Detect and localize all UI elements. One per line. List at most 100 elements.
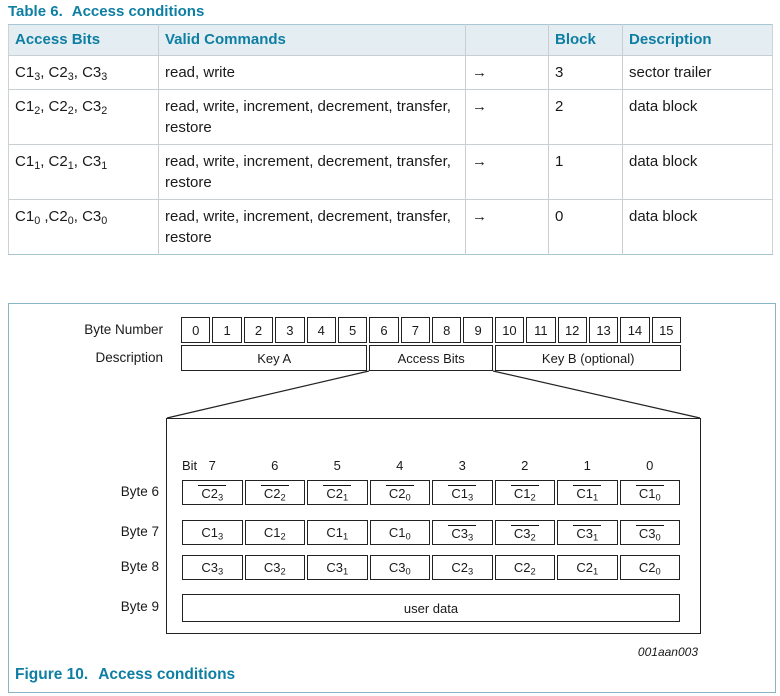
byte6-label: Byte 6 [120, 484, 159, 499]
byte-number-cell: 9 [463, 317, 493, 343]
bit-cell: C10 [369, 520, 430, 545]
bit-cell: C31 [557, 520, 618, 545]
byte9-label: Byte 9 [120, 599, 159, 614]
byte8-label: Byte 8 [120, 559, 159, 574]
bit-cell: C23 [432, 555, 493, 580]
byte-number-cell: 13 [588, 317, 619, 343]
figure-caption: Figure 10.Access conditions [15, 666, 235, 684]
byte7-label: Byte 7 [120, 524, 159, 539]
bit-cell: C32 [244, 555, 305, 580]
bit-number: 3 [458, 458, 466, 473]
bit-cell: C22 [494, 555, 555, 580]
bit-cell: C11 [557, 480, 618, 505]
description-label: Description [95, 350, 163, 365]
cell-description: data block [622, 144, 773, 200]
figure-caption-text: Access conditions [98, 666, 236, 683]
byte-number-cell: 2 [243, 317, 274, 343]
bit-cell: C13 [182, 520, 243, 545]
arrow-icon: → [465, 199, 549, 255]
bit-cell: C30 [369, 555, 430, 580]
bit-cell: C33 [432, 520, 493, 545]
bit-number: 2 [521, 458, 529, 473]
table-title: Table 6. Access conditions [8, 3, 204, 20]
cell-commands: read, write, increment, decrement, trans… [158, 199, 466, 255]
bit-label: Bit [182, 458, 198, 473]
header-block: Block [548, 24, 623, 56]
cell-block: 1 [548, 144, 623, 200]
bit-cell: C30 [619, 520, 680, 545]
byte-number-cell: 7 [400, 317, 430, 343]
byte-number-cell: 6 [369, 317, 399, 343]
user-data-box: user data [182, 594, 680, 622]
byte-number-cell: 15 [651, 317, 681, 343]
table-title-text: Access conditions [71, 3, 205, 20]
cell-description: sector trailer [622, 55, 773, 90]
byte-number-label: Byte Number [84, 322, 163, 337]
cell-access-bits: C13, C23, C33 [8, 55, 159, 90]
cell-description: data block [629, 208, 698, 225]
bit-cell: C23 [182, 480, 243, 505]
expansion-lines [166, 370, 701, 419]
cell-access-bits: C12, C22, C32 [8, 89, 159, 145]
cell-block: 2 [548, 89, 623, 145]
bit-cell: C11 [307, 520, 368, 545]
bit-number: 6 [271, 458, 279, 473]
byte-number-cell: 8 [432, 317, 462, 343]
bit-cell: C20 [619, 555, 680, 580]
bit-cell: C20 [369, 480, 430, 505]
bit-cell: C12 [244, 520, 305, 545]
arrow-icon: → [465, 144, 549, 200]
bit-cell: C13 [432, 480, 493, 505]
description-section: Access Bits [369, 345, 493, 371]
bit-cell: C21 [307, 480, 368, 505]
bit-cell: C12 [494, 480, 555, 505]
byte-number-cell: 5 [337, 317, 368, 343]
cell-commands: read, write, increment, decrement, trans… [158, 89, 466, 145]
arrow-icon: → [465, 55, 549, 90]
byte-number-cell: 12 [557, 317, 587, 343]
byte-number-cell: 11 [526, 317, 556, 343]
bit-cell: C31 [307, 555, 368, 580]
byte-number-cell: 0 [181, 317, 211, 343]
bit-cell: C22 [244, 480, 305, 505]
cell-access-bits: C10 ,C20, C30 [8, 199, 159, 255]
header-description: Description [622, 24, 773, 56]
description-section: Key B (optional) [494, 345, 682, 371]
bit-cell: C21 [557, 555, 618, 580]
cell-block: 3 [548, 55, 623, 90]
arrow-icon: → [465, 89, 549, 145]
access-conditions-table: Access Bits Valid Commands Block Descrip… [8, 24, 773, 255]
table-label: Table 6. [8, 3, 63, 20]
bit-number: 0 [646, 458, 654, 473]
description-section: Key A [181, 345, 368, 371]
byte-number-cell: 14 [620, 317, 650, 343]
header-empty [465, 24, 549, 56]
cell-block: 0 [548, 199, 623, 255]
byte-number-cell: 4 [306, 317, 336, 343]
bit-cell: C33 [182, 555, 243, 580]
byte-number-cell: 3 [275, 317, 305, 343]
cell-access-bits: C11, C21, C31 [8, 144, 159, 200]
cell-commands: read, write [158, 55, 466, 90]
bit-cell: C10 [619, 480, 680, 505]
bit-number: 7 [208, 458, 216, 473]
header-access-bits: Access Bits [8, 24, 159, 56]
table-header-row: Access Bits Valid Commands Block Descrip… [8, 24, 773, 56]
cell-description: data block [622, 89, 773, 145]
artwork-id: 001aan003 [637, 645, 698, 659]
